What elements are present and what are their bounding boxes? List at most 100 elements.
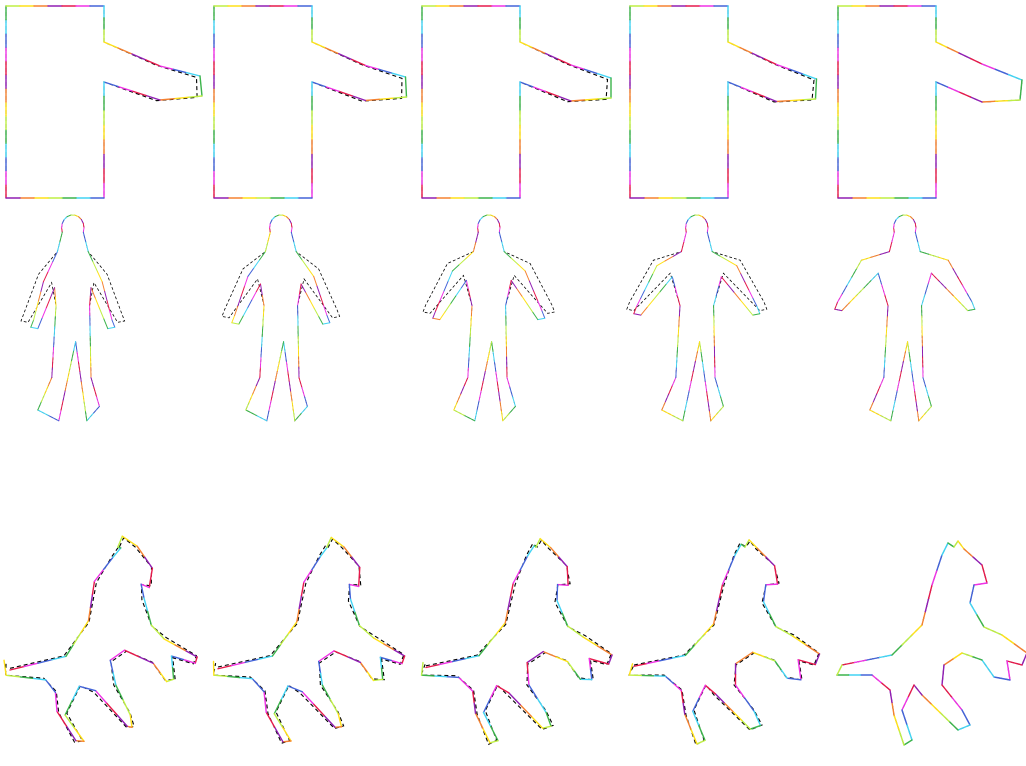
horse-shape-frame <box>0 535 206 765</box>
contour-segment <box>200 76 202 96</box>
contour-segment <box>145 557 153 568</box>
contour-segment <box>36 301 38 311</box>
contour-segment <box>910 361 911 371</box>
contour-segment <box>268 232 270 242</box>
contour-segment <box>892 645 902 655</box>
contour-segment <box>318 316 322 324</box>
contour-segment <box>958 541 964 549</box>
contour-segment <box>279 352 281 362</box>
contour-segment <box>319 651 334 662</box>
contour-segment <box>261 347 262 357</box>
contour-segment <box>466 252 473 258</box>
contour-segment <box>527 304 532 312</box>
contour-segment <box>294 242 296 252</box>
contour-segment <box>891 411 893 421</box>
contour-segment <box>42 308 46 318</box>
contour-segment <box>263 316 264 326</box>
contour-segment <box>915 391 916 401</box>
contour-segment <box>930 254 939 257</box>
contour-segment <box>312 42 325 48</box>
contour-segment <box>699 685 705 698</box>
contour-segment <box>583 637 597 646</box>
contour-segment <box>707 228 708 232</box>
contour-segment <box>382 668 383 679</box>
contour-segment <box>88 252 93 262</box>
contour-segment <box>693 698 699 711</box>
contour-segment <box>647 300 653 308</box>
contour-segment <box>712 252 720 257</box>
contour-segment <box>838 294 843 302</box>
contour-segment <box>908 685 914 698</box>
contour-segment <box>360 626 374 638</box>
contour-segment <box>394 650 404 656</box>
contour-segment <box>445 304 450 312</box>
contour-segment <box>87 414 93 421</box>
contour-segment <box>857 260 862 268</box>
target-dashed-contour <box>835 215 975 421</box>
contour-segment <box>256 415 267 420</box>
contour-segment <box>527 652 543 663</box>
contour-segment <box>488 634 497 645</box>
contour-segment <box>546 92 559 97</box>
contour-segment <box>729 261 737 266</box>
contour-segment <box>835 302 838 309</box>
contour-segment <box>507 378 510 388</box>
contour-segment <box>151 625 164 639</box>
contour-segment <box>915 223 916 227</box>
target-dashed-contour <box>629 541 819 745</box>
contour-segment <box>931 704 940 713</box>
contour-segment <box>942 685 952 698</box>
horse-shape-frame <box>624 535 830 765</box>
contour-segment <box>366 66 379 70</box>
contour-segment <box>678 326 679 336</box>
contour-segment <box>787 678 801 680</box>
contour-segment <box>662 402 666 410</box>
contour-segment <box>497 220 499 224</box>
contour-segment <box>777 101 790 102</box>
contour-segment <box>291 391 292 401</box>
contour-segment <box>522 296 527 304</box>
contour-segment <box>562 613 567 626</box>
contour-segment <box>187 73 200 76</box>
contour-segment <box>676 357 677 367</box>
contour-segment <box>71 352 73 362</box>
contour-segment <box>74 342 76 352</box>
contour-segment <box>305 397 308 407</box>
contour-segment <box>481 381 483 391</box>
contour-segment <box>468 357 469 367</box>
contour-segment <box>881 683 890 691</box>
contour-segment <box>517 288 522 296</box>
contour-segment <box>942 543 948 555</box>
contour-segment <box>893 401 895 411</box>
contour-segment <box>735 685 744 698</box>
contour-segment <box>649 274 653 282</box>
contour-segment <box>922 612 925 625</box>
contour-segment <box>105 291 107 301</box>
contour-segment <box>886 336 887 346</box>
contour-segment <box>959 53 971 59</box>
contour-segment <box>972 302 975 309</box>
contour-segment <box>454 410 465 415</box>
contour-segment <box>94 387 97 397</box>
contour-segment <box>973 557 982 565</box>
contour-segment <box>55 316 56 326</box>
contour-segment <box>559 557 567 567</box>
contour-segment <box>478 228 479 232</box>
contour-segment <box>683 702 685 714</box>
contour-segment <box>897 381 899 391</box>
contour-segment <box>709 411 710 421</box>
contour-segment <box>263 306 264 316</box>
contour-segment <box>693 361 695 371</box>
contour-segment <box>366 99 380 100</box>
target-dashed-contour <box>630 6 814 198</box>
contour-segment <box>747 307 753 315</box>
contour-segment <box>355 612 360 625</box>
contour-segment <box>46 298 50 308</box>
contour-segment <box>317 286 320 296</box>
contour-segment <box>677 296 680 306</box>
contour-segment <box>770 614 776 626</box>
contour-segment <box>940 713 949 722</box>
contour-segment <box>469 347 470 357</box>
contour-segment <box>38 318 42 328</box>
contour-segment <box>54 326 55 336</box>
